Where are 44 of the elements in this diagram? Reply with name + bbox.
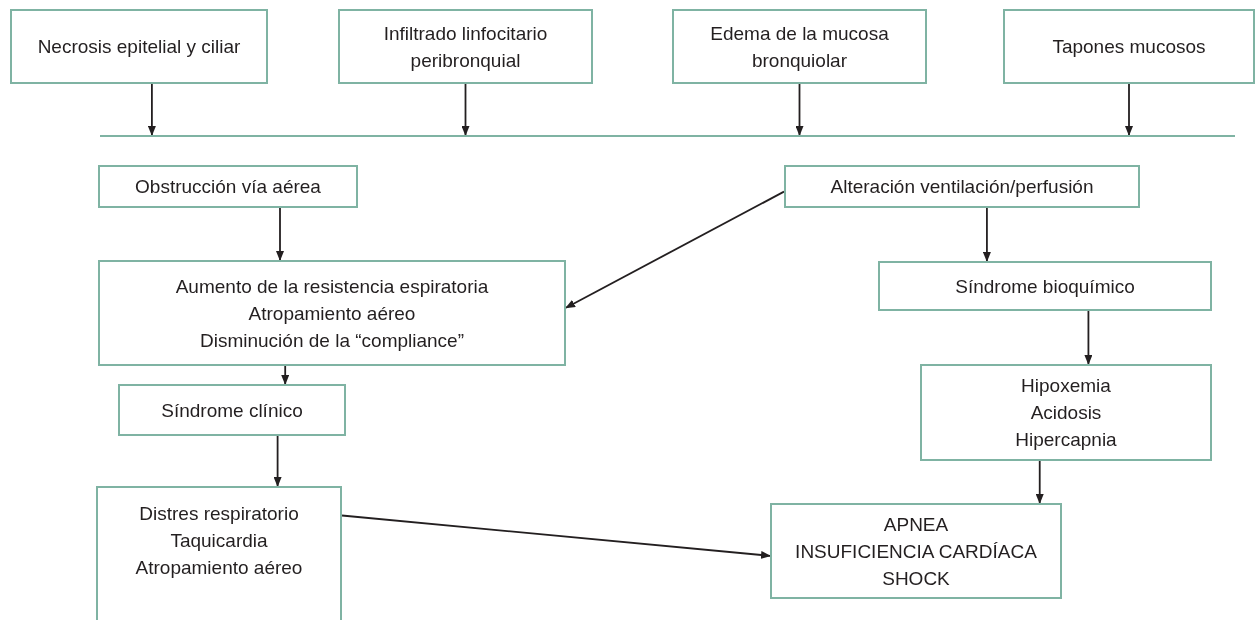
process-box — [98, 260, 566, 366]
box-text: Distres respiratorio — [139, 502, 299, 526]
process-box — [98, 165, 358, 208]
process-box — [96, 486, 342, 620]
box-text: Atropamiento aéreo — [135, 556, 303, 580]
box-text: Taquicardia — [170, 529, 268, 553]
arrow — [1084, 310, 1093, 365]
box-text: INSUFICIENCIA CARDÍACA — [795, 539, 1037, 564]
box-text: Obstrucción vía aérea — [135, 175, 321, 199]
box-text: Alteración ventilación/perfusión — [830, 175, 1094, 199]
box-text: Necrosis epitelial y ciliar — [37, 35, 241, 59]
process-box — [784, 165, 1140, 208]
arrow — [565, 190, 785, 309]
arrow — [1035, 460, 1044, 504]
process-box — [920, 364, 1212, 461]
box-text: Infiltrado linfocitario peribronquial — [382, 21, 549, 73]
arrow — [982, 207, 991, 262]
box-text: Aumento de la resistencia espiratoria — [175, 274, 489, 299]
box-text: APNEA — [883, 512, 949, 537]
arrow — [461, 83, 470, 136]
box-text: Disminución de la “compliance” — [200, 328, 464, 353]
process-box — [118, 384, 346, 436]
arrow — [795, 83, 804, 136]
box-text: Hipoxemia — [1021, 374, 1111, 398]
box-text: Edema de la mucosa bronquiolar — [709, 21, 890, 73]
box-text: Atropamiento aéreo — [248, 301, 416, 326]
arrow — [273, 435, 282, 487]
process-box — [672, 9, 927, 84]
box-text: Síndrome clínico — [161, 398, 303, 423]
process-box — [770, 503, 1062, 599]
process-box — [1003, 9, 1255, 84]
box-text: Acidosis — [1030, 401, 1102, 425]
arrow — [147, 83, 156, 136]
box-text: SHOCK — [882, 566, 950, 591]
arrow — [276, 207, 284, 261]
box-text: Tapones mucosos — [1052, 35, 1206, 59]
arrow — [341, 514, 771, 559]
box-text: Síndrome bioquímico — [955, 274, 1135, 299]
box-text: Hipercapnia — [1015, 428, 1117, 452]
process-box — [878, 261, 1212, 311]
arrow — [1125, 83, 1133, 136]
process-box — [338, 9, 593, 84]
process-box — [10, 9, 268, 84]
arrow — [281, 365, 290, 385]
